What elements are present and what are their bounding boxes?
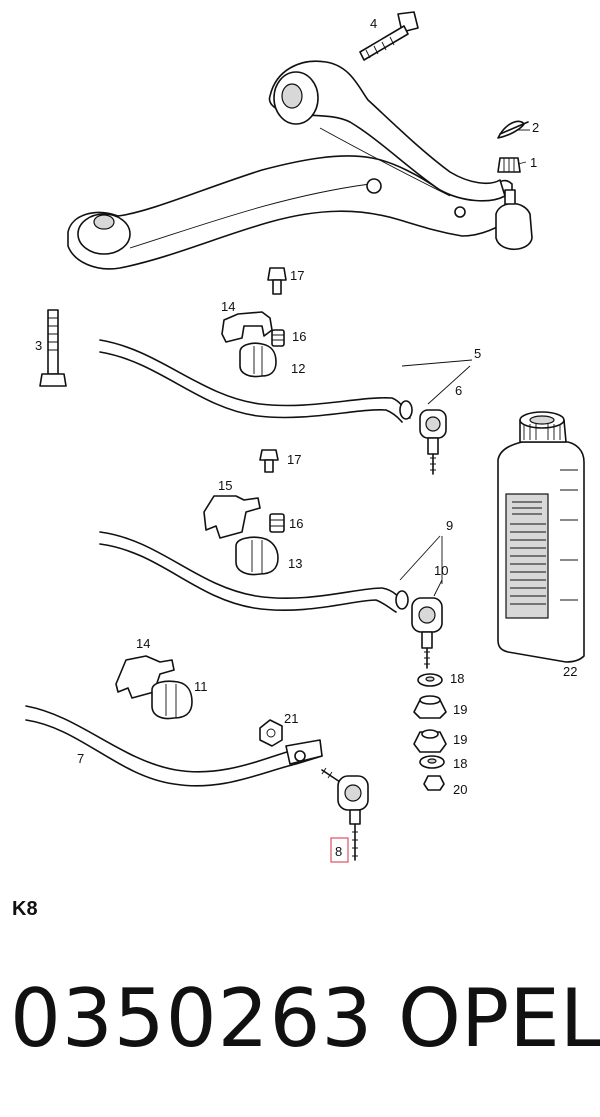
stabiliser-link-lower (321, 767, 369, 861)
castle-nut (497, 157, 521, 173)
callout-3: 3 (35, 338, 42, 353)
bolt-small-b (259, 449, 279, 473)
clamp-middle (203, 495, 261, 539)
callout-18b: 18 (453, 756, 467, 771)
callout-14a: 14 (221, 299, 235, 314)
bush-lower (151, 680, 193, 720)
callout-20: 20 (453, 782, 467, 797)
callout-11: 11 (194, 679, 208, 694)
stabiliser-link-upper (419, 409, 447, 475)
stabiliser-bar-lower (25, 705, 323, 787)
long-bolt (39, 309, 67, 387)
callout-1: 1 (530, 155, 537, 170)
bush-19-bottom (413, 729, 447, 753)
callout-10: 10 (434, 563, 448, 578)
clamp-lower (115, 655, 175, 699)
callout-15: 15 (218, 478, 232, 493)
cotter-pin (497, 120, 529, 139)
bolt-small-a (267, 267, 287, 295)
nut-21 (259, 719, 283, 747)
part-number: 0350263 (10, 972, 374, 1065)
fluid-bottle (497, 411, 585, 663)
nut-b (269, 513, 285, 533)
nut-a (271, 329, 285, 347)
callout-8: 8 (335, 844, 342, 859)
callout-17a: 17 (290, 268, 304, 283)
callout-14b: 14 (136, 636, 150, 651)
diagram-reference-code: K8 (12, 898, 38, 920)
callout-9: 9 (446, 518, 453, 533)
callout-12: 12 (291, 361, 305, 376)
callout-4: 4 (370, 16, 377, 31)
bush-19-top (413, 695, 447, 719)
bush-upper (239, 342, 277, 378)
callout-21: 21 (284, 711, 298, 726)
callout-5: 5 (474, 346, 481, 361)
callout-7: 7 (77, 751, 84, 766)
bolt-top (359, 11, 419, 61)
callout-17b: 17 (287, 452, 301, 467)
callout-2: 2 (532, 120, 539, 135)
clamp-upper (221, 311, 273, 343)
callout-22: 22 (563, 664, 577, 679)
control-arm (67, 60, 533, 270)
callout-16b: 16 (289, 516, 303, 531)
stabiliser-bar-upper (99, 339, 413, 423)
callout-13: 13 (288, 556, 302, 571)
callout-16a: 16 (292, 329, 306, 344)
callout-19a: 19 (453, 702, 467, 717)
highlight-box-8 (330, 837, 349, 863)
stabiliser-bar-middle (99, 531, 409, 613)
stabiliser-link-middle (411, 597, 443, 669)
callout-19b: 19 (453, 732, 467, 747)
leader-lines (399, 129, 530, 597)
brand-name: OPEL (398, 972, 600, 1065)
nut-20 (423, 775, 445, 791)
washer-18-top (417, 673, 443, 687)
callout-6: 6 (455, 383, 462, 398)
bush-middle (235, 536, 279, 576)
exploded-parts-diagram: 1 2 3 4 5 6 7 8 9 10 11 12 13 14 14 15 1… (25, 11, 585, 863)
washer-18-bottom (419, 755, 445, 769)
callout-18a: 18 (450, 671, 464, 686)
